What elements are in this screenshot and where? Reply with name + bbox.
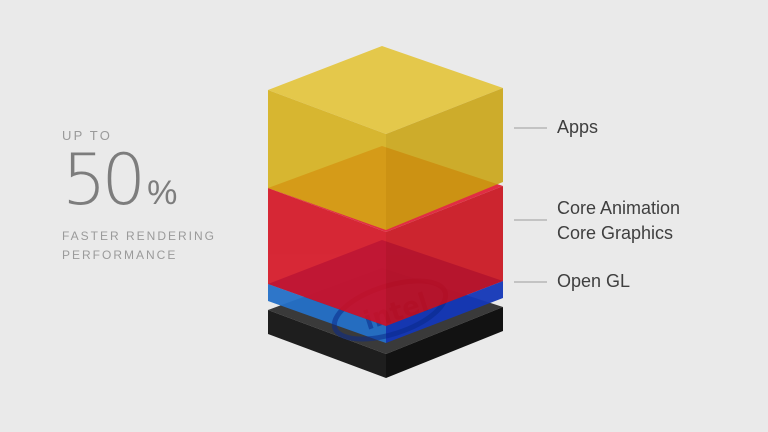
stat-description-line1: FASTER RENDERING [62, 229, 217, 243]
stat-description: FASTER RENDERING PERFORMANCE [62, 227, 216, 265]
label-opengl: Open GL [557, 271, 631, 291]
apps-layer [268, 46, 503, 230]
label-core-animation: Core Animation [557, 198, 681, 218]
stat-number: 50 [62, 139, 146, 221]
stat-unit: % [147, 174, 178, 212]
stat-prefix: UP TO [62, 128, 113, 143]
stat-description-line2: PERFORMANCE [62, 248, 178, 262]
label-core-graphics: Core Graphics [557, 223, 674, 243]
performance-stat: UP TO 50% FASTER RENDERING PERFORMANCE [62, 128, 216, 265]
label-apps: Apps [557, 117, 599, 137]
stat-value: 50% [62, 145, 216, 215]
